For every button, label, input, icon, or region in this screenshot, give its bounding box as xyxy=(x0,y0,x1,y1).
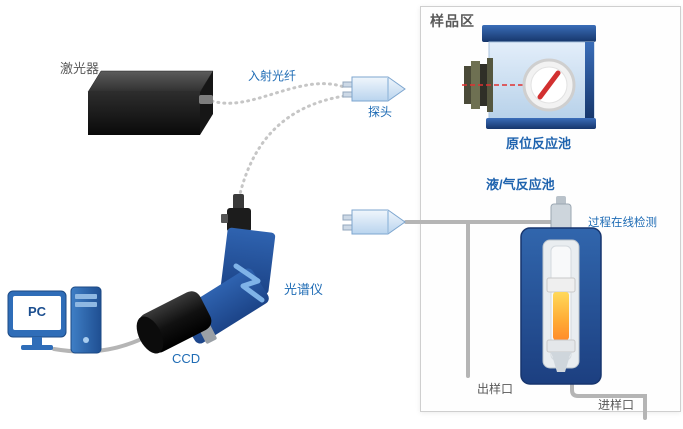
ccd-label: CCD xyxy=(172,351,201,366)
fiber-optic-cables xyxy=(210,82,346,200)
raman-probe-lower xyxy=(342,209,406,235)
gauge-window xyxy=(522,58,576,112)
laser-device xyxy=(87,70,214,135)
inlet-label: 进样口 xyxy=(598,398,635,412)
pc-screen-label: PC xyxy=(27,304,47,319)
insitu-cell-label: 原位反应池 xyxy=(506,136,572,151)
liquid-gas-reactor xyxy=(520,196,602,385)
fiber-adapter xyxy=(221,194,251,232)
pc-workstation xyxy=(7,286,102,354)
sample-area-title: 样品区 xyxy=(430,13,475,29)
pc-cable xyxy=(52,333,152,354)
laser-label: 激光器 xyxy=(60,61,100,76)
sample-tubes xyxy=(404,220,647,420)
brand-chevron xyxy=(233,263,265,303)
spectrometer xyxy=(136,194,276,354)
liquid-gas-cell-label: 液/气反应池 xyxy=(486,177,555,192)
pc-tower xyxy=(70,286,102,354)
online-detection-label: 过程在线检测 xyxy=(588,217,657,229)
spectrometer-label: 光谱仪 xyxy=(284,282,324,297)
laser-output-port xyxy=(199,95,213,104)
outlet-label: 出样口 xyxy=(477,382,514,396)
raman-probe-upper xyxy=(342,76,406,102)
insitu-reaction-cell xyxy=(462,25,596,129)
probe-label: 探头 xyxy=(368,105,393,119)
sample-glow xyxy=(553,292,569,340)
incident-fiber-label: 入射光纤 xyxy=(248,69,297,83)
ccd-detector xyxy=(136,291,217,354)
pc-monitor xyxy=(7,290,67,350)
